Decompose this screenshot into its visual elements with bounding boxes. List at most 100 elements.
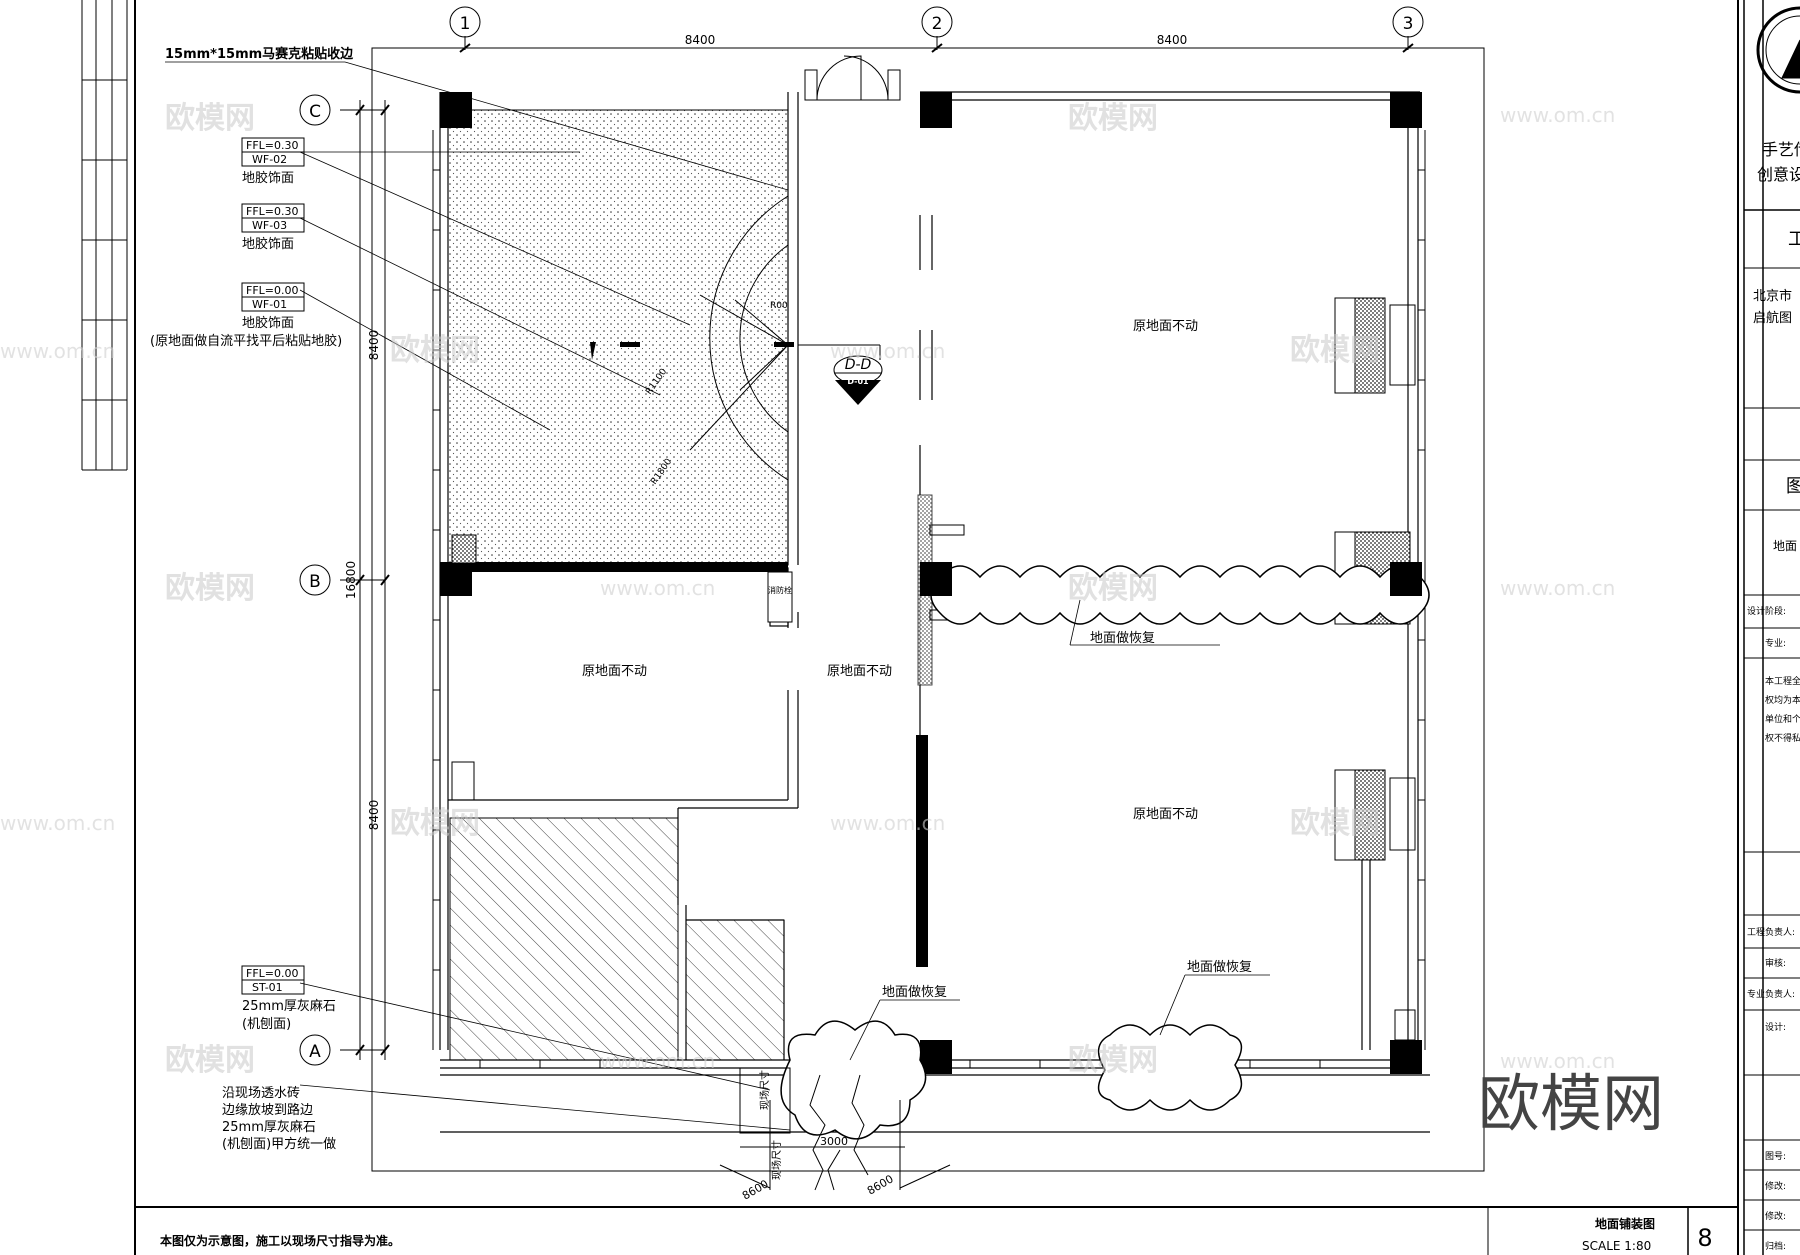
footer-note: 本图仅为示意图，施工以现场尺寸指导为准。 bbox=[160, 1233, 400, 1248]
column bbox=[920, 92, 952, 128]
keep-floor-label-1: 原地面不动 bbox=[1133, 319, 1198, 334]
title-block-text: 手艺传 创意设 工 北京市 启航图 图 地面 设计阶段: 专业: 本工程全 权均… bbox=[1747, 140, 1800, 1252]
tag3-ffl: FFL=0.00 bbox=[246, 284, 299, 297]
watermark-url: www.om.cn bbox=[1500, 103, 1615, 127]
axis-bubble-3 bbox=[1392, 6, 1424, 38]
round-zone bbox=[689, 195, 789, 481]
work-label: 工 bbox=[1788, 229, 1800, 250]
stone-zone-left bbox=[449, 817, 679, 1061]
tag3-desc: 地胶饰面 bbox=[242, 315, 294, 331]
company-logo bbox=[1756, 6, 1800, 94]
paving-note-3: 25mm厚灰麻石 bbox=[222, 1120, 316, 1135]
notice-line-3: 单位和个 bbox=[1765, 713, 1800, 725]
review-label: 审核: bbox=[1765, 957, 1786, 969]
wf-floor-zone bbox=[447, 109, 789, 566]
paving-note-1: 沿现场透水砖 bbox=[222, 1086, 300, 1101]
axis-bubble-c bbox=[299, 94, 331, 126]
section-mark-label: D-D bbox=[845, 357, 872, 373]
dim-left-lower: 8400 bbox=[367, 800, 381, 831]
notice-line-2: 权均为本 bbox=[1765, 694, 1800, 706]
column bbox=[440, 92, 472, 128]
radius-1: R00 bbox=[770, 301, 788, 311]
column bbox=[440, 562, 472, 596]
watermark: 欧模网 bbox=[165, 571, 255, 606]
watermark: 欧模网 bbox=[165, 101, 255, 136]
restore-floor-label-1: 地面做恢复 bbox=[1090, 631, 1155, 646]
watermark: 欧模网 bbox=[165, 1043, 255, 1078]
company-name-1: 手艺传 bbox=[1762, 140, 1800, 159]
drawing-no-label: 图号: bbox=[1765, 1151, 1786, 1162]
spec-lead-label: 专业负责人: bbox=[1747, 988, 1795, 1000]
notice-line-4: 权不得私 bbox=[1765, 732, 1800, 744]
section-ref-label: D-01 bbox=[847, 377, 869, 386]
watermark-url: www.om.cn bbox=[830, 339, 945, 363]
column bbox=[920, 1040, 952, 1074]
watermark: 欧模网 bbox=[1290, 806, 1380, 841]
floor-plan: R00 R1100 R1800 消防栓 bbox=[432, 55, 1430, 1203]
section-marker: D-D D-01 bbox=[798, 344, 883, 405]
axis-bubble-2 bbox=[921, 6, 953, 38]
fire-hydrant-box bbox=[767, 571, 793, 623]
tag4-desc-2: (机刨面) bbox=[242, 1017, 291, 1032]
dim-bottom-diag-right: 8600 bbox=[865, 1172, 896, 1197]
drawing-label: 图 bbox=[1786, 476, 1800, 497]
dim-left-total: 16800 bbox=[344, 561, 358, 599]
paving-note-4: (机刨面)甲方统一做 bbox=[222, 1136, 336, 1152]
dim-left-upper: 8400 bbox=[367, 330, 381, 361]
project-lead-label: 工程负责人: bbox=[1747, 926, 1795, 938]
title-block bbox=[1743, 0, 1800, 1255]
sheet-number: 8 bbox=[1697, 1224, 1712, 1252]
axis-bubble-a bbox=[299, 1034, 331, 1066]
keep-floor-label-4: 原地面不动 bbox=[1133, 807, 1198, 822]
axis-label-1: 1 bbox=[460, 14, 471, 34]
watermark-large: 欧模网 bbox=[1478, 1067, 1664, 1140]
dim-bottom-width: 3000 bbox=[820, 1135, 848, 1148]
revise-label-2: 修改: bbox=[1765, 1210, 1786, 1222]
tag2-desc: 地胶饰面 bbox=[242, 236, 294, 252]
axis-label-c: C bbox=[309, 102, 321, 122]
tag3-code: WF-01 bbox=[252, 298, 287, 311]
watermark-url: www.om.cn bbox=[600, 576, 715, 600]
tag1-ffl: FFL=0.30 bbox=[246, 139, 299, 152]
watermark-url: www.om.cn bbox=[0, 811, 115, 835]
watermark-url: www.om.cn bbox=[0, 339, 115, 363]
tag4-desc: 25mm厚灰麻石 bbox=[242, 999, 336, 1014]
notice-line-1: 本工程全 bbox=[1765, 675, 1800, 687]
watermark-url: www.om.cn bbox=[600, 1049, 715, 1073]
watermark: 欧模网 bbox=[1290, 333, 1380, 368]
axis-label-a: A bbox=[309, 1042, 321, 1062]
company-name-2: 创意设 bbox=[1757, 165, 1800, 184]
tag3-desc-2: (原地面做自流平找平后粘贴地胶) bbox=[150, 333, 342, 349]
drawing-title: 地面铺装图 bbox=[1595, 1216, 1655, 1231]
tag4-code: ST-01 bbox=[252, 981, 283, 994]
watermark: 欧模网 bbox=[390, 333, 480, 368]
material-tags bbox=[241, 137, 305, 995]
axis-label-3: 3 bbox=[1403, 14, 1414, 34]
watermarks: 欧模网 欧模网 www.om.cn www.om.cn 欧模网 www.om.c… bbox=[0, 101, 1664, 1140]
watermark-url: www.om.cn bbox=[1500, 1049, 1615, 1073]
restore-floor-label-3: 地面做恢复 bbox=[1187, 960, 1252, 975]
revise-label-1: 修改: bbox=[1765, 1180, 1786, 1192]
mosaic-edge-note: 15mm*15mm马赛克粘贴收边 bbox=[165, 46, 354, 62]
restore-cloud-b bbox=[930, 565, 1430, 625]
client-name-1: 北京市 bbox=[1753, 288, 1792, 304]
paving-note-2: 边缘放坡到路边 bbox=[222, 1102, 313, 1118]
watermark-url: www.om.cn bbox=[1500, 576, 1615, 600]
drawing-scale: SCALE 1:80 bbox=[1582, 1239, 1651, 1253]
profession-label: 专业: bbox=[1765, 637, 1786, 649]
site-size-label-1: 现场尺寸 bbox=[758, 1070, 771, 1110]
sheet-frame bbox=[81, 0, 1739, 1255]
axis-bubble-1 bbox=[449, 6, 481, 38]
tag4-ffl: FFL=0.00 bbox=[246, 967, 299, 980]
restore-cloud-right bbox=[1097, 1024, 1243, 1111]
watermark: 欧模网 bbox=[1068, 1043, 1158, 1078]
fire-hydrant-label: 消防栓 bbox=[768, 585, 792, 595]
tag1-code: WF-02 bbox=[252, 153, 287, 166]
dim-top-left: 8400 bbox=[685, 33, 716, 47]
archive-label: 归档: bbox=[1765, 1240, 1786, 1252]
tag2-code: WF-03 bbox=[252, 219, 287, 232]
tag2-ffl: FFL=0.30 bbox=[246, 205, 299, 218]
column bbox=[1390, 1040, 1422, 1074]
client-name-2: 启航图 bbox=[1753, 310, 1792, 326]
